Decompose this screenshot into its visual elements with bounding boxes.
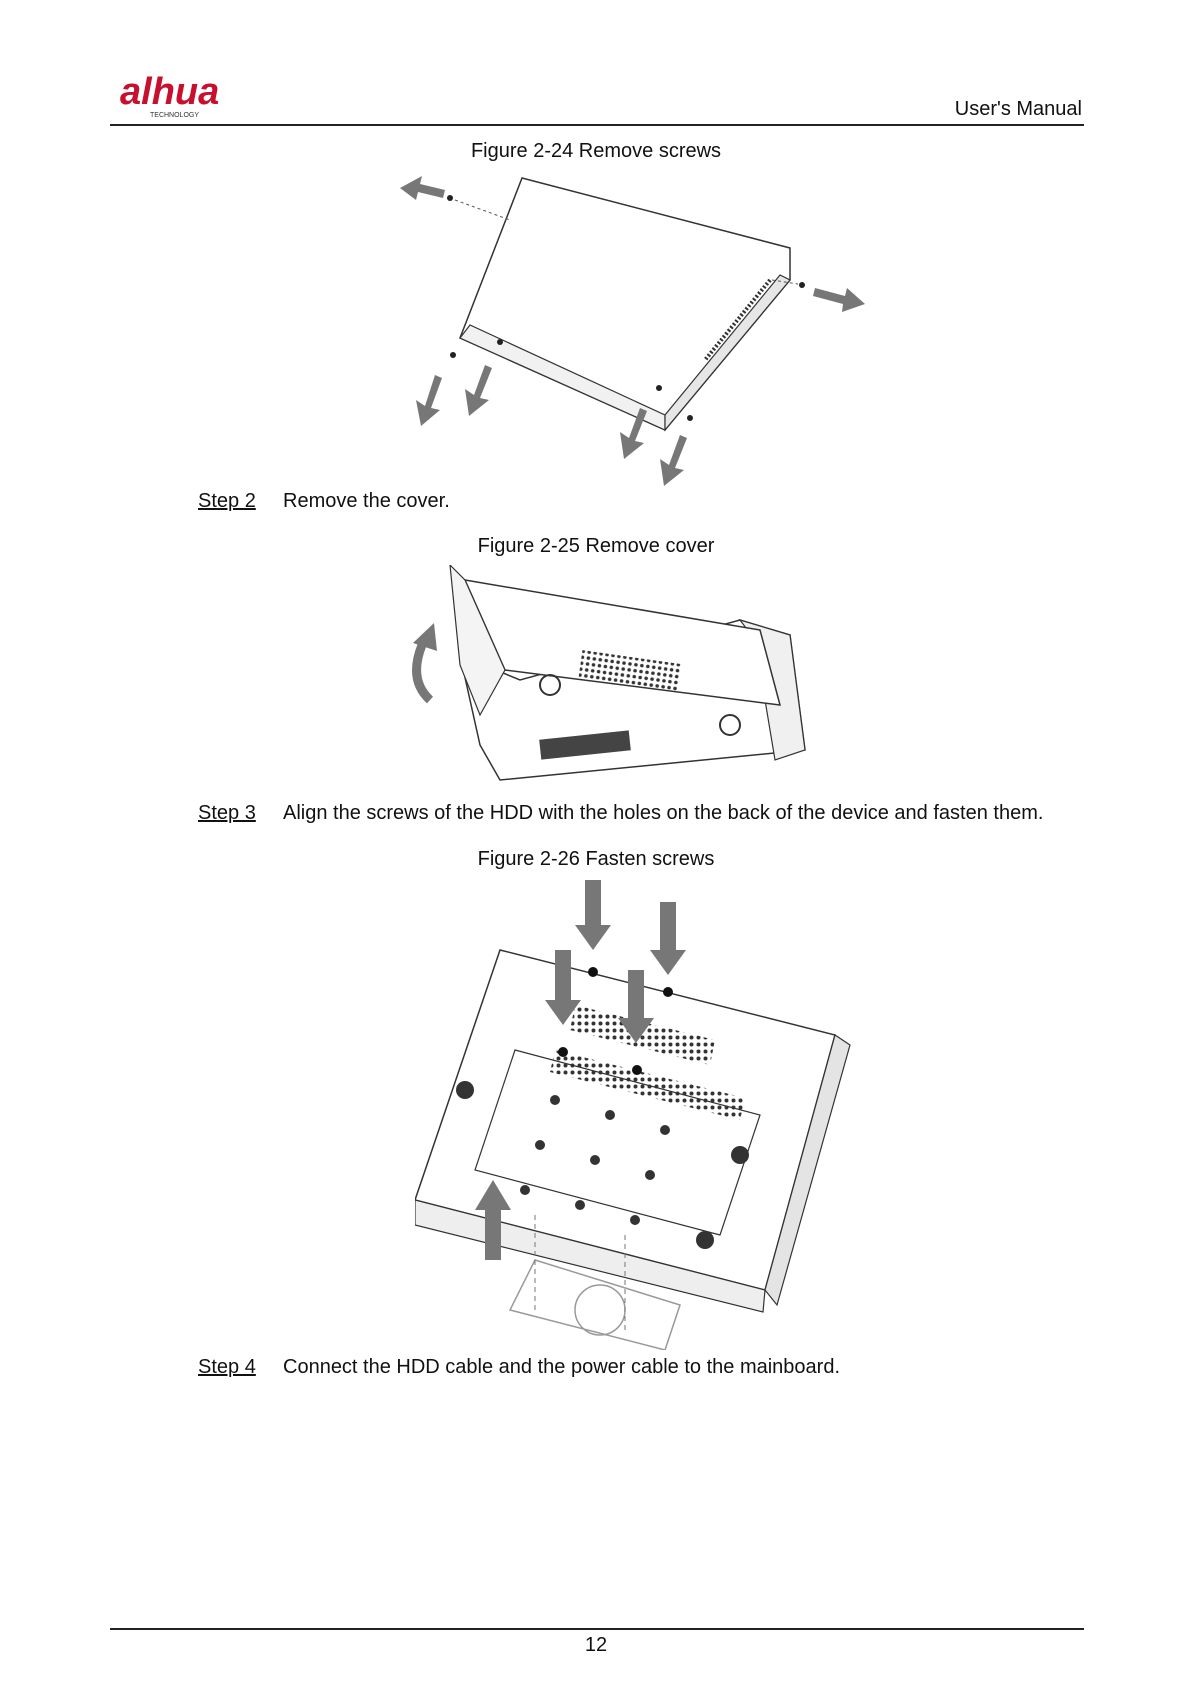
dahua-logo: alhua TECHNOLOGY <box>120 70 260 120</box>
step-text: Align the screws of the HDD with the hol… <box>283 802 1043 824</box>
step-text: Connect the HDD cable and the power cabl… <box>283 1356 840 1378</box>
step-text: Remove the cover. <box>283 490 450 512</box>
figure-fasten-screws <box>415 880 865 1350</box>
header-rule <box>110 124 1084 126</box>
manual-title: User's Manual <box>955 98 1082 121</box>
figure-remove-screws <box>400 170 880 490</box>
page-number: 12 <box>0 1634 1192 1657</box>
figure-caption-2-25: Figure 2-25 Remove cover <box>0 535 1192 558</box>
figure-caption-2-24: Figure 2-24 Remove screws <box>0 140 1192 163</box>
footer-rule <box>110 1628 1084 1630</box>
step-label: Step 2 <box>198 490 283 513</box>
step-label: Step 4 <box>198 1356 283 1379</box>
step-label: Step 3 <box>198 802 283 825</box>
figure-remove-cover <box>410 565 860 795</box>
svg-text:TECHNOLOGY: TECHNOLOGY <box>150 112 199 119</box>
svg-text:alhua: alhua <box>120 71 219 113</box>
figure-caption-2-26: Figure 2-26 Fasten screws <box>0 848 1192 871</box>
